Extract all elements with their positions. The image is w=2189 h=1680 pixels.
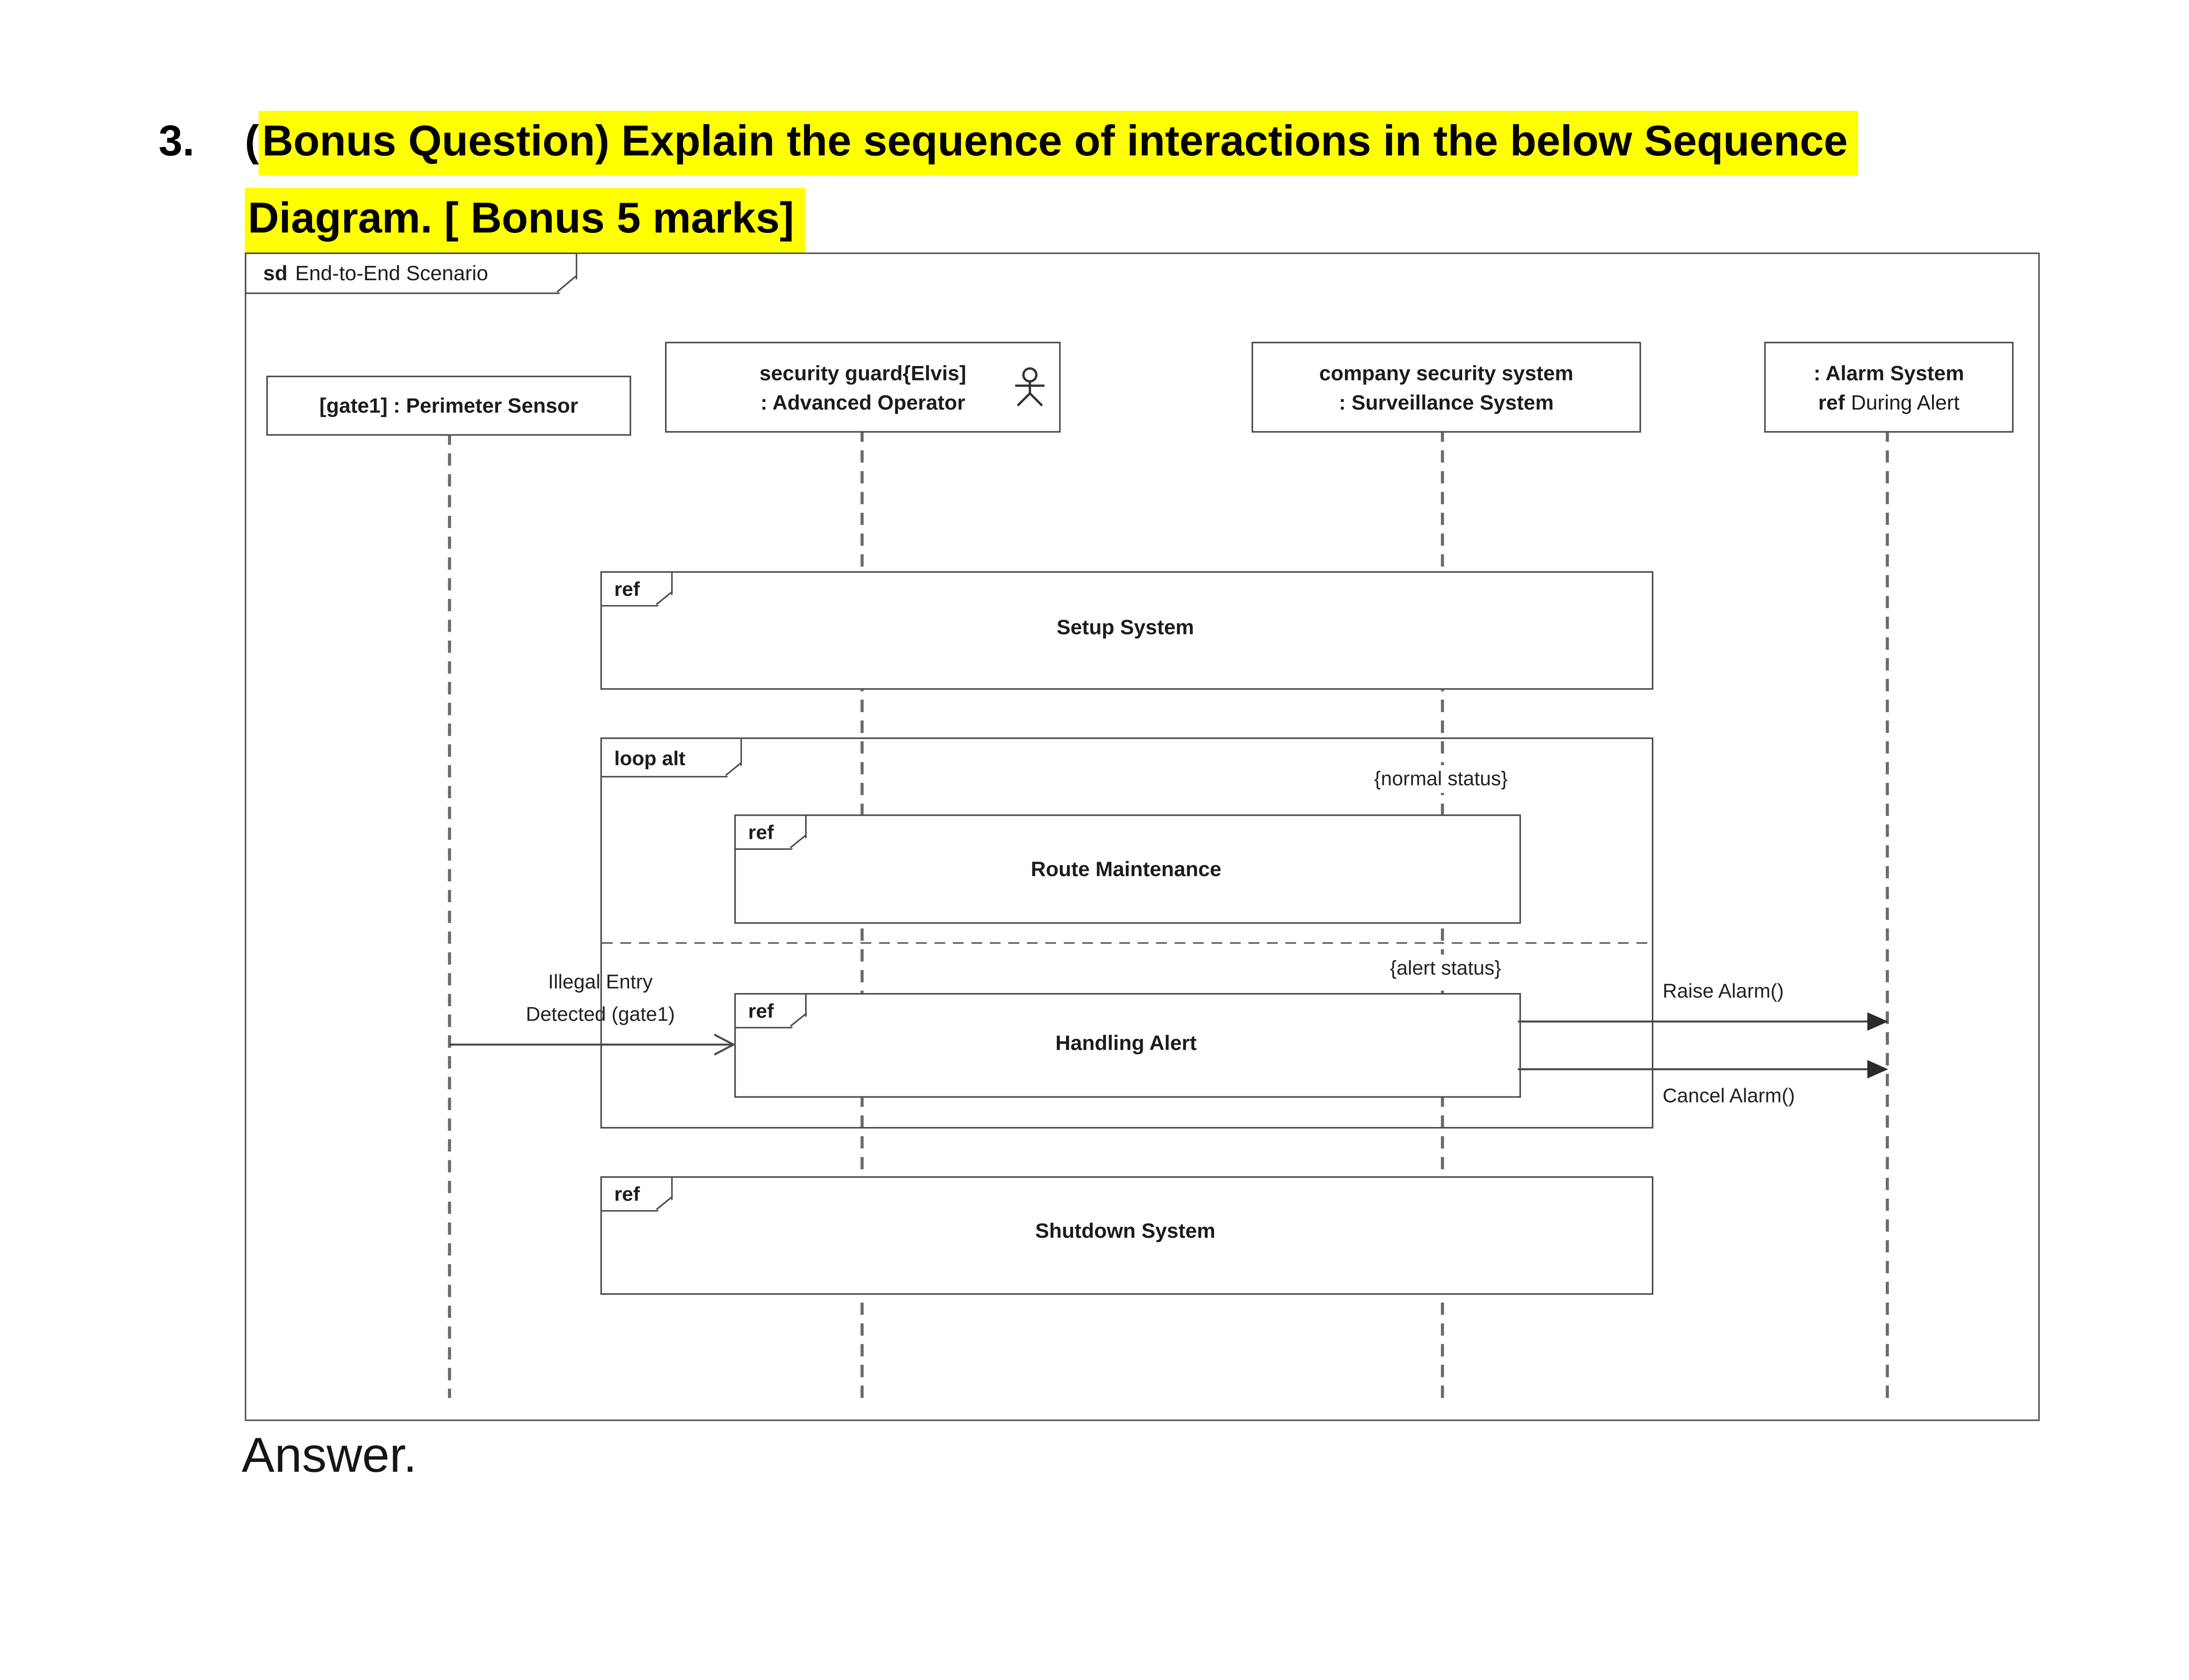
participant-label: : Alarm System bbox=[1813, 361, 1964, 384]
fragment-label-route: Route Maintenance bbox=[1031, 857, 1221, 881]
question-highlight-2: Diagram. [ Bonus 5 marks] bbox=[245, 187, 805, 253]
sync-arrow-cancel-alarm bbox=[1518, 1060, 1888, 1079]
fragment-shutdown-system bbox=[600, 1176, 1654, 1295]
question-line-1: (Bonus Question) Explain the sequence of… bbox=[245, 111, 1859, 176]
participant-perimeter-sensor: [gate1] : Perimeter Sensor bbox=[266, 375, 631, 436]
ref-keyword: ref bbox=[1818, 390, 1845, 414]
fragment-label-handling: Handling Alert bbox=[1055, 1031, 1197, 1055]
ref-tag-handling: ref bbox=[734, 993, 806, 1028]
fragment-label-setup: Setup System bbox=[1056, 616, 1194, 639]
question-line-2: Diagram. [ Bonus 5 marks] bbox=[245, 187, 805, 253]
answer-label: Answer. bbox=[242, 1427, 417, 1483]
participant-surveillance-system: company security system : Surveillance S… bbox=[1251, 342, 1641, 433]
sd-frame-label-tag: sd End-to-End Scenario bbox=[245, 253, 577, 294]
participant-label: security guard{Elvis] bbox=[759, 361, 967, 384]
guard-normal-status: {normal status} bbox=[1320, 765, 1561, 793]
message-raise-alarm-label: Raise Alarm() bbox=[1662, 979, 1784, 1003]
sd-keyword: sd bbox=[263, 261, 288, 285]
ref-tag-setup: ref bbox=[600, 571, 672, 607]
fragment-label-shutdown: Shutdown System bbox=[1035, 1219, 1216, 1243]
question-number: 3. bbox=[158, 117, 195, 165]
fragment-handling-alert bbox=[734, 993, 1521, 1098]
fragment-setup-system bbox=[600, 571, 1654, 690]
message-cancel-alarm-label: Cancel Alarm() bbox=[1662, 1084, 1795, 1107]
message-illegal-entry-label: Illegal Entry Detected (gate1) bbox=[526, 970, 675, 1025]
ref-tag-route: ref bbox=[734, 814, 806, 850]
participant-label: [gate1] : Perimeter Sensor bbox=[319, 394, 578, 417]
question-highlight-1: Bonus Question) Explain the sequence of … bbox=[259, 111, 1859, 176]
alt-operand-divider bbox=[602, 942, 1649, 944]
lifeline-perimeter-sensor bbox=[448, 433, 451, 1398]
ref-tag-shutdown: ref bbox=[600, 1176, 672, 1212]
sequence-diagram-frame bbox=[245, 252, 2040, 1421]
sd-name: End-to-End Scenario bbox=[295, 261, 488, 285]
question-prefix: ( bbox=[245, 117, 259, 165]
participant-security-guard: security guard{Elvis] : Advanced Operato… bbox=[665, 342, 1061, 433]
fragment-loop-alt bbox=[600, 737, 1654, 1129]
fragment-route-maintenance bbox=[734, 814, 1521, 924]
sync-arrow-raise-alarm bbox=[1518, 1011, 1888, 1030]
actor-icon bbox=[1015, 367, 1045, 407]
loop-alt-tag: loop alt bbox=[600, 737, 742, 777]
participant-label: company security system bbox=[1319, 361, 1573, 384]
participant-label: : Advanced Operator bbox=[760, 390, 965, 414]
lifeline-alarm-system bbox=[1886, 430, 1889, 1398]
guard-alert-status: {alert status} bbox=[1325, 954, 1566, 983]
participant-label: : Surveillance System bbox=[1339, 390, 1554, 414]
async-arrow-illegal-entry bbox=[449, 1033, 736, 1056]
participant-label-rest: During Alert bbox=[1851, 390, 1960, 414]
